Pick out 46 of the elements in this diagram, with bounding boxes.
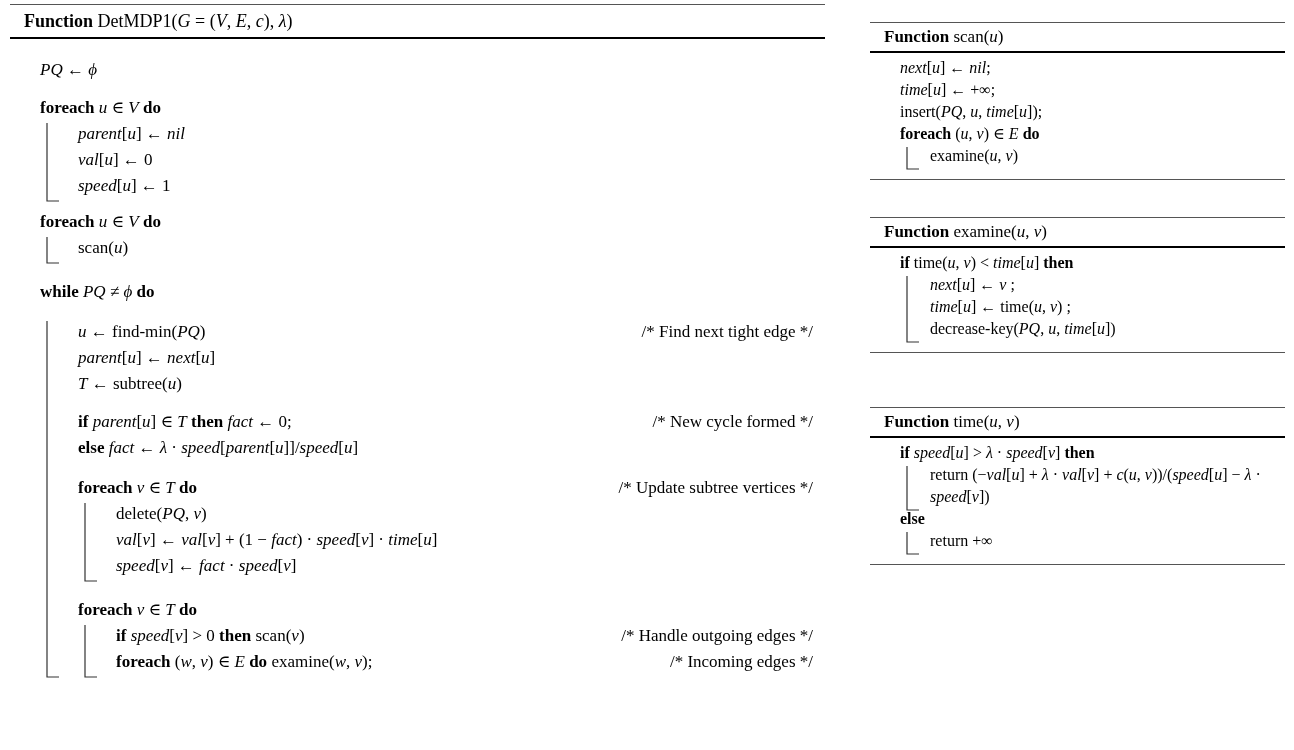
code-line: else <box>900 509 925 529</box>
code-line: next[u] ← v ; <box>930 275 1015 295</box>
code-line: speed[v] ← fact · speed[v] <box>116 555 297 577</box>
code-line: parent[u] ← nil <box>78 123 186 145</box>
algorithm-block <box>870 407 1285 565</box>
code-line: if time(u, v) < time[u] then <box>900 253 1074 274</box>
code-line: foreach (w, v) ∈ E do examine(w, v); <box>116 651 373 673</box>
code-comment: /* Find next tight edge */ <box>641 321 813 343</box>
algorithm-block <box>10 4 825 675</box>
code-line: u ← find-min(PQ) <box>78 321 206 343</box>
code-line: delete(PQ, v) <box>116 503 207 525</box>
code-comment: /* Update subtree vertices */ <box>618 477 813 499</box>
code-line: else fact ← λ · speed[parent[u]]/speed[u] <box>78 437 359 459</box>
code-line: while PQ ≠ ϕ do <box>40 281 155 303</box>
code-line: val[v] ← val[v] + (1 − fact) · speed[v] · time[u] <box>116 529 438 551</box>
function-heading: Function scan(u) <box>870 22 1285 53</box>
code-line: decrease-key(PQ, u, time[u]) <box>930 319 1116 340</box>
code-line: if parent[u] ∈ T then fact ← 0; <box>78 411 292 433</box>
code-line: speed[u] ← 1 <box>78 175 171 197</box>
code-line: time[u] ← time(u, v) ; <box>930 297 1071 318</box>
code-line: T ← subtree(u) <box>78 373 182 395</box>
code-line: if speed[u] > λ · speed[v] then <box>900 443 1095 464</box>
code-line: return +∞ <box>930 531 993 551</box>
code-line: scan(u) <box>78 237 129 259</box>
code-line: val[u] ← 0 <box>78 149 153 171</box>
code-line: time[u] ← +∞; <box>900 80 996 100</box>
code-line: next[u] ← nil; <box>900 58 991 78</box>
code-line: parent[u] ← next[u] <box>78 347 216 369</box>
code-line: insert(PQ, u, time[u]); <box>900 102 1043 123</box>
code-line: return (−val[u] + λ · val[v] + c(u, v))/(speed[u] − λ · speed[v]) <box>930 465 1262 508</box>
code-line: foreach (u, v) ∈ E do <box>900 124 1040 145</box>
function-heading: Function DetMDP1(G = (V, E, c), λ) <box>10 4 825 39</box>
function-heading: Function time(u, v) <box>870 407 1285 438</box>
code-comment: /* Handle outgoing edges */ <box>621 625 813 647</box>
function-heading: Function examine(u, v) <box>870 217 1285 248</box>
code-line: if speed[v] > 0 then scan(v) <box>116 625 305 647</box>
code-comment: /* Incoming edges */ <box>669 651 813 673</box>
code-comment: /* New cycle formed */ <box>652 411 813 433</box>
code-line: PQ ← ϕ <box>40 59 97 81</box>
code-line: foreach v ∈ T do <box>78 599 198 621</box>
code-line: examine(u, v) <box>930 146 1018 167</box>
algorithm-block <box>870 22 1285 180</box>
code-line: foreach u ∈ V do <box>40 211 161 233</box>
code-line: foreach u ∈ V do <box>40 97 161 119</box>
algorithm-block <box>870 217 1285 353</box>
code-line: foreach v ∈ T do <box>78 477 198 499</box>
